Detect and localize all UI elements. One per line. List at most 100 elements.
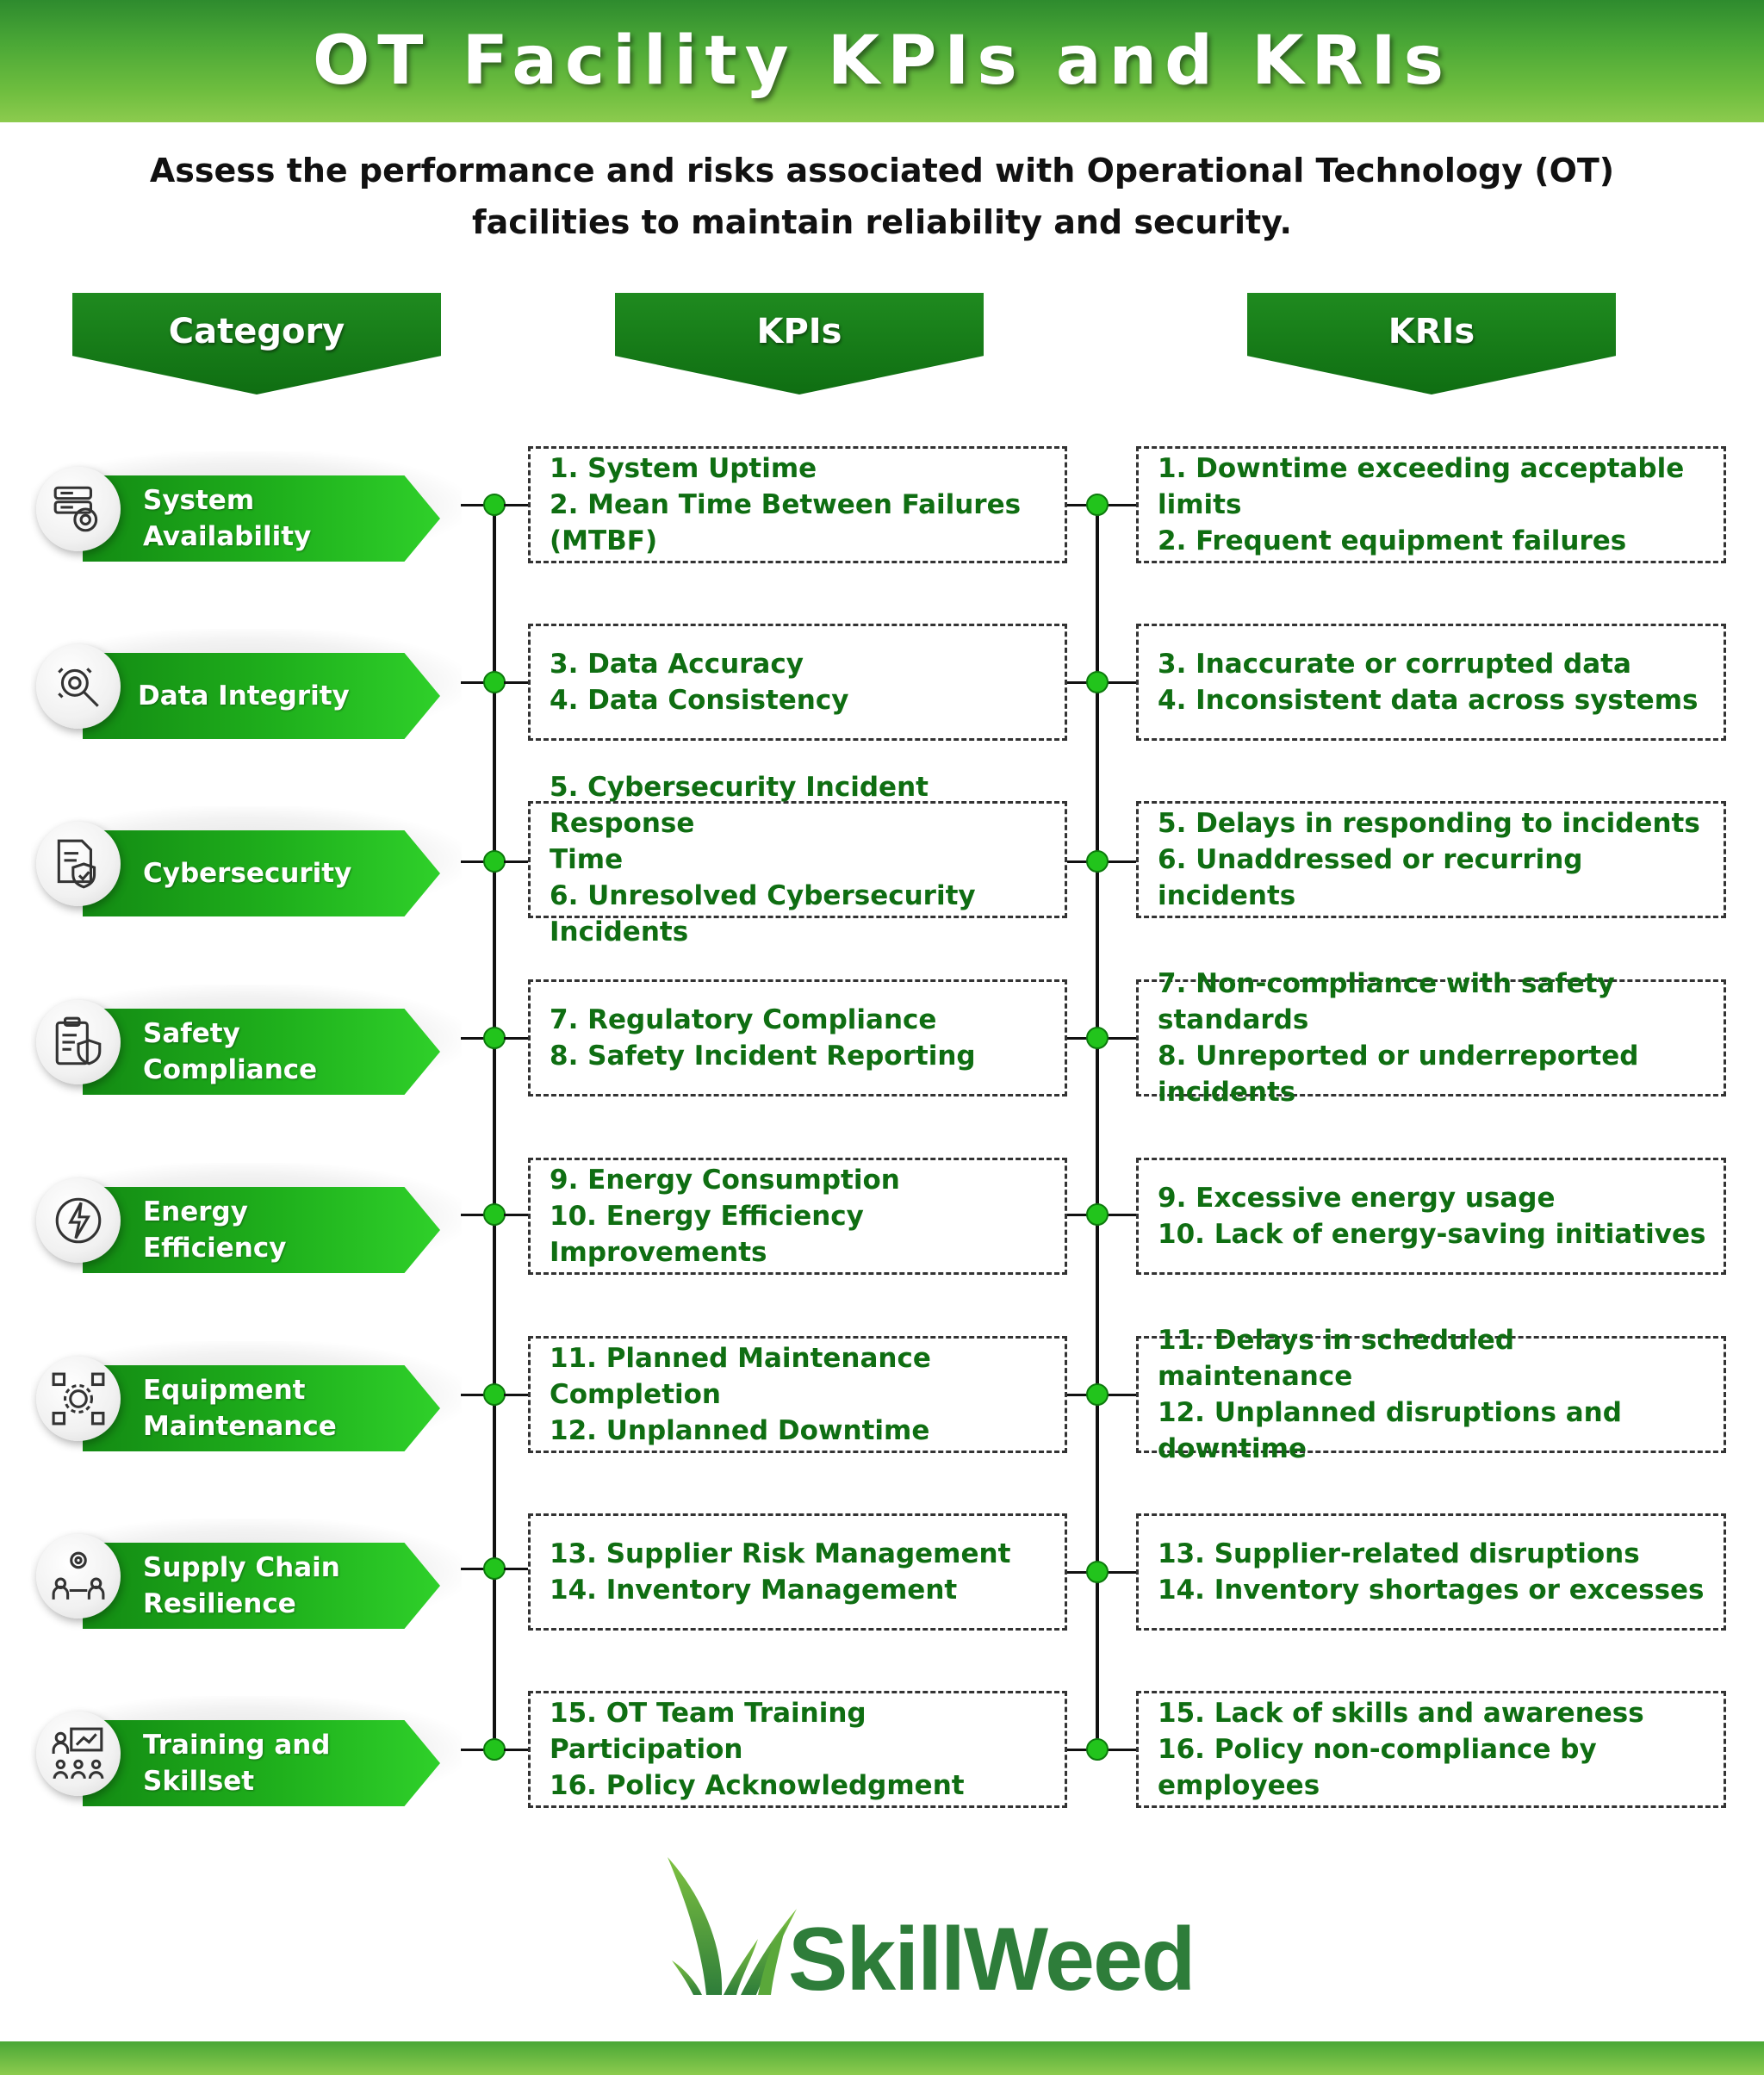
category-icon-circle (36, 1178, 121, 1263)
kri-node (1086, 1027, 1109, 1049)
kpi-item: 13. Supplier Risk Management (550, 1538, 1011, 1569)
kri-item: 6. Unaddressed or recurring incidents (1158, 844, 1583, 911)
kpi-box: 13. Supplier Risk Management 14. Invento… (528, 1513, 1067, 1631)
kpi-box: 15. OT Team Training Participation 16. P… (528, 1691, 1067, 1808)
kri-item: 1. Downtime exceeding acceptable limits (1158, 453, 1685, 520)
category-connector (461, 1037, 504, 1040)
kpi-node (483, 1738, 506, 1761)
category-connector (461, 681, 504, 684)
kri-box: 5. Delays in responding to incidents 6. … (1136, 801, 1726, 918)
category-banner: Training and Skillset (83, 1720, 440, 1806)
kpis-header: KPIs (615, 293, 984, 394)
category-icon-circle (36, 1357, 121, 1441)
row-cybersecurity: Cybersecurity 5. Cybersecurity Incident … (0, 772, 1764, 947)
category-banner: Cybersecurity (83, 830, 440, 916)
kri-item: 2. Frequent equipment failures (1158, 525, 1627, 556)
category-connector (461, 860, 504, 863)
kpis-header-label: KPIs (756, 312, 842, 351)
category-label: Training and Skillset (143, 1730, 331, 1797)
row-equipment-maintenance: Equipment Maintenance 11. Planned Mainte… (0, 1325, 1764, 1464)
category-label: Supply Chain Resilience (143, 1552, 340, 1619)
kri-box: 15. Lack of skills and awareness 16. Pol… (1136, 1691, 1726, 1808)
kpi-node (483, 494, 506, 516)
kri-item: 5. Delays in responding to incidents (1158, 808, 1700, 839)
kpi-item: 6. Unresolved Cybersecurity Incidents (550, 880, 976, 947)
kri-item: 7. Non-compliance with safety standards (1158, 968, 1615, 1035)
category-header: Category (72, 293, 441, 394)
category-label: Equipment Maintenance (143, 1375, 337, 1442)
kri-box: 11. Delays in scheduled maintenance 12. … (1136, 1325, 1726, 1464)
kri-item: 12. Unplanned disruptions and downtime (1158, 1397, 1622, 1464)
kpi-item: 2. Mean Time Between Failures (MTBF) (550, 489, 1022, 556)
category-header-label: Category (168, 312, 345, 351)
kri-node (1086, 1203, 1109, 1226)
page-subtitle: Assess the performance and risks associa… (149, 152, 1615, 241)
kpi-item: 9. Energy Consumption (550, 1165, 900, 1196)
kri-item: 10. Lack of energy-saving initiatives (1158, 1219, 1706, 1250)
row-supply-chain-resilience: Supply Chain Resilience 13. Supplier Ris… (0, 1513, 1764, 1632)
category-icon-circle (36, 467, 121, 551)
maintenance-gear-icon (52, 1372, 105, 1426)
kri-item: 13. Supplier-related disruptions (1158, 1538, 1640, 1569)
lightning-icon (55, 1197, 102, 1244)
kpi-box: 3. Data Accuracy 4. Data Consistency (528, 624, 1067, 741)
category-icon-circle (36, 644, 121, 729)
kri-node (1086, 850, 1109, 873)
kpi-box: 5. Cybersecurity Incident Response Time … (528, 772, 1067, 947)
category-label: Data Integrity (138, 680, 350, 711)
kpi-connector (504, 1749, 528, 1751)
clipboard-shield-icon (55, 1016, 102, 1065)
kpi-item: Time (550, 844, 624, 875)
kri-item: 14. Inventory shortages or excesses (1158, 1575, 1705, 1606)
kpi-node (483, 850, 506, 873)
category-banner: Energy Efficiency (83, 1187, 440, 1273)
category-icon-circle (36, 1000, 121, 1084)
row-data-integrity: Data Integrity 3. Data Accuracy 4. Data … (0, 624, 1764, 742)
kris-header-label: KRIs (1388, 312, 1475, 351)
category-label: Safety Compliance (143, 1018, 318, 1085)
kri-box: 9. Excessive energy usage 10. Lack of en… (1136, 1158, 1726, 1275)
kpi-connector (504, 860, 528, 863)
kpi-box: 7. Regulatory Compliance 8. Safety Incid… (528, 979, 1067, 1097)
kpi-connector (504, 1214, 528, 1216)
document-shield-icon (57, 839, 96, 889)
kri-box: 1. Downtime exceeding acceptable limits … (1136, 446, 1726, 563)
kris-header: KRIs (1247, 293, 1616, 394)
footer-bar (0, 2041, 1764, 2075)
category-icon-circle (36, 1534, 121, 1618)
kri-item: 11. Delays in scheduled maintenance (1158, 1325, 1515, 1392)
category-connector (461, 1749, 504, 1751)
kpi-item: 16. Policy Acknowledgment (550, 1770, 965, 1801)
kri-item: 16. Policy non-compliance by employees (1158, 1734, 1597, 1801)
category-label: Energy Efficiency (143, 1196, 287, 1264)
category-label: Cybersecurity (143, 858, 352, 889)
kpi-connector (504, 1568, 528, 1570)
kpi-item: 10. Energy Efficiency Improvements (550, 1201, 864, 1268)
kpi-item: 12. Unplanned Downtime (550, 1415, 930, 1446)
kri-item: 8. Unreported or underreported incidents (1158, 1041, 1639, 1108)
kpi-connector-line (493, 503, 496, 1749)
row-safety-compliance: Safety Compliance 7. Regulatory Complian… (0, 968, 1764, 1108)
kpi-item: 8. Safety Incident Reporting (550, 1041, 976, 1072)
kpi-connector (504, 1394, 528, 1396)
kpi-item: 15. OT Team Training Participation (550, 1698, 866, 1765)
kpi-node (483, 1203, 506, 1226)
kri-node (1086, 1738, 1109, 1761)
kri-node (1086, 1561, 1109, 1583)
category-banner: Supply Chain Resilience (83, 1543, 440, 1629)
kpi-item: 4. Data Consistency (550, 685, 849, 716)
category-banner: System Availability (83, 475, 440, 562)
kri-node (1086, 671, 1109, 693)
category-icon-circle (36, 822, 121, 906)
kpi-item: 11. Planned Maintenance Completion (550, 1343, 931, 1410)
kpi-item: 5. Cybersecurity Incident Response (550, 772, 929, 839)
kri-node (1086, 1383, 1109, 1406)
kpi-node (483, 1383, 506, 1406)
kri-item: 9. Excessive energy usage (1158, 1183, 1556, 1214)
kri-box: 13. Supplier-related disruptions 14. Inv… (1136, 1513, 1726, 1631)
kri-node (1086, 494, 1109, 516)
brand-name: SkillWeed (788, 1910, 1196, 2010)
kpi-node (483, 671, 506, 693)
kpi-node (483, 1557, 506, 1580)
category-label: System Availability (143, 485, 312, 552)
